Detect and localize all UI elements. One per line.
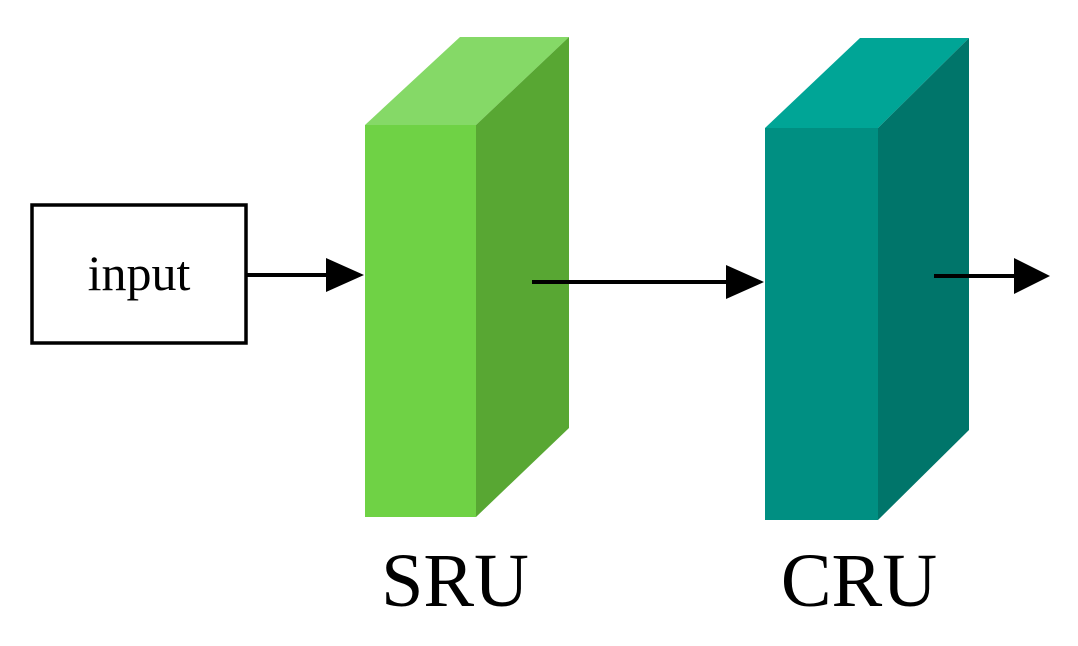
sru-block: SRU [365, 37, 569, 623]
cru-block: CRU [765, 38, 969, 623]
cru-label: CRU [781, 539, 937, 623]
sru-label: SRU [381, 539, 529, 623]
arrow-sru-to-cru-head [726, 265, 764, 299]
arrow-input-to-sru [246, 258, 364, 292]
cru-block-top-face [765, 38, 969, 128]
arrow-cru-to-output [934, 258, 1050, 294]
input-node: input [30, 203, 248, 345]
input-label: input [88, 245, 191, 301]
arrow-input-to-sru-head [326, 258, 364, 292]
sru-block-top-face [365, 37, 569, 125]
arrow-sru-to-cru [532, 265, 764, 299]
cru-block-front-face [765, 128, 878, 520]
sru-block-side-face [476, 37, 569, 517]
cru-block-side-face [878, 38, 969, 520]
arrow-cru-to-output-head [1014, 258, 1050, 294]
input-box [30, 203, 248, 345]
sru-block-front-face [365, 125, 476, 517]
